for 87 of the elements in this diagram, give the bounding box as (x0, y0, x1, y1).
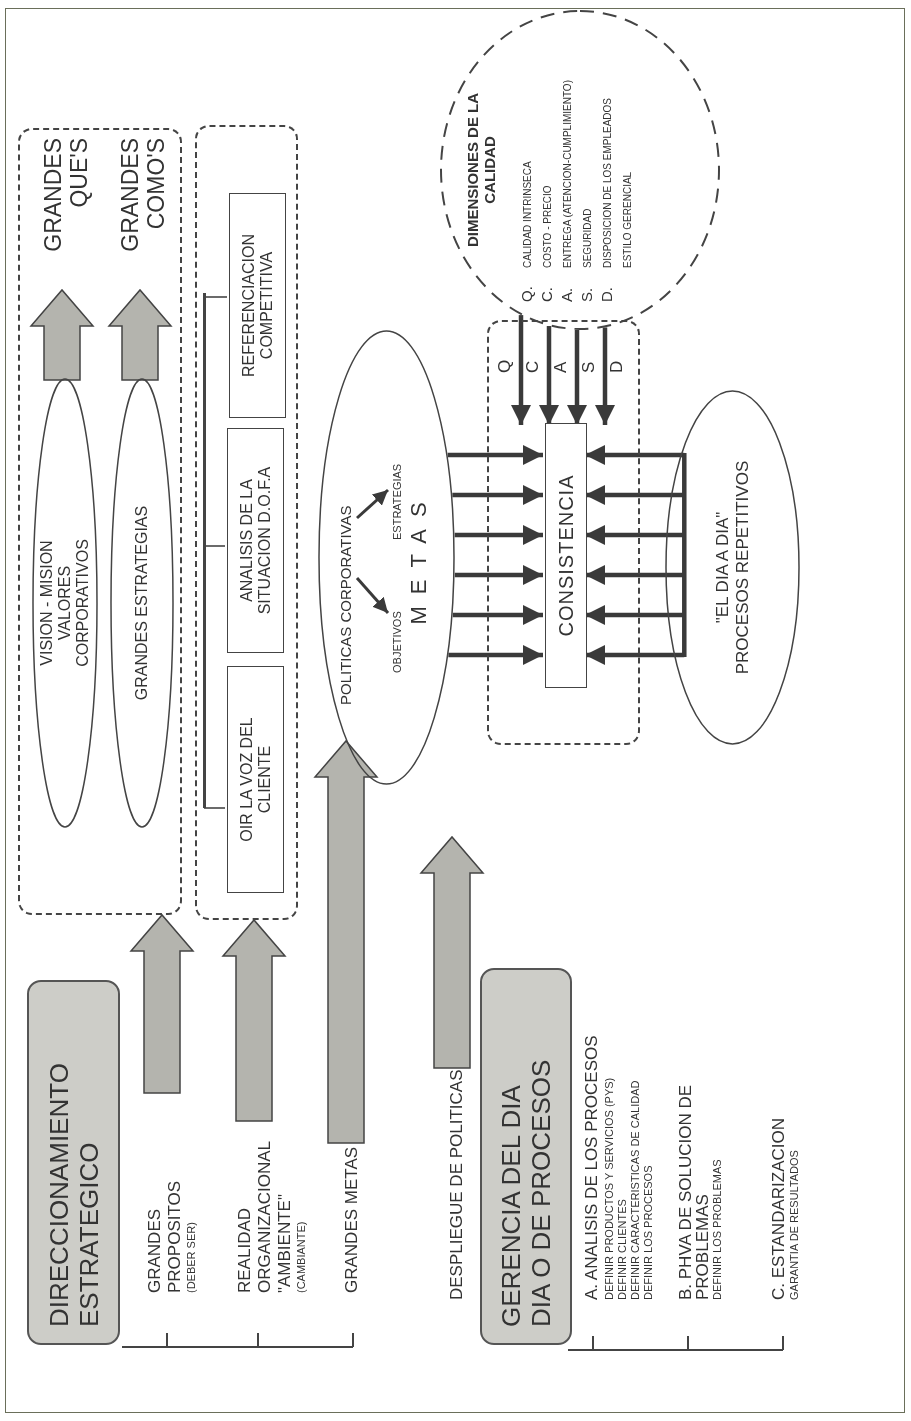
arrow (595, 327, 615, 425)
arrow (448, 645, 543, 665)
dimension-letter: C (524, 360, 541, 373)
node-label: METAS (406, 490, 431, 625)
item-heading: B. PHVA DE SOLUCION DE PROBLEMAS (677, 1083, 711, 1300)
node-label: SEGURIDAD (582, 207, 594, 268)
arrow (585, 485, 685, 505)
arrow (452, 605, 543, 625)
arrow (585, 525, 685, 545)
node-label: GRANDES COMO'S (117, 138, 169, 254)
node-label: ESTRATEGIAS (390, 463, 404, 540)
node-label: VISION - MISION VALORES CORPORATIVOS (38, 538, 92, 669)
item-text: DEFINIR CLIENTES (617, 1199, 628, 1300)
arrow (585, 645, 685, 665)
arrow (511, 315, 531, 425)
node-label: S. (578, 286, 595, 302)
dashed-group-box (487, 320, 640, 745)
dashed-group-box (195, 125, 298, 920)
process-box (227, 666, 284, 893)
node-label: Q. (518, 285, 535, 302)
arrow (567, 329, 587, 425)
block-arrow (419, 835, 485, 1069)
node-label: (CAMBIANTE) (294, 1221, 308, 1293)
item-heading: C. ESTANDARIZACION (770, 1118, 787, 1300)
heading-text: GERENCIA DEL DIA DIA O DE PROCESOS (496, 1058, 556, 1327)
dimension-letter: Q (496, 359, 513, 373)
dashed-ellipse (440, 10, 720, 330)
node-label: GRANDES QUE'S (40, 138, 92, 254)
item-text: DEFINIR CARACTERISTICAS DE CALIDAD (630, 1080, 641, 1300)
ellipse-node (318, 330, 455, 785)
dashed-group-box (18, 128, 182, 915)
node-label: REFERENCIACION COMPETITIVA (239, 232, 276, 380)
node-label: (DEBER SER) (184, 1222, 198, 1293)
heading-text: DIRECCIONAMIENTO ESTRATEGICO (43, 1062, 104, 1327)
arrow (539, 326, 559, 425)
arrow (447, 445, 543, 465)
arrow (585, 565, 685, 585)
node-label: GRANDES ESTRATEGIAS (133, 505, 151, 701)
node-label: ANALISIS DE LA SITUACION D.O.F.A (237, 465, 274, 617)
connector-line (682, 453, 687, 657)
node-label: D. (598, 286, 615, 302)
title-box (480, 968, 572, 1345)
node-label: COSTO - PRECIO (542, 184, 554, 268)
arrow (585, 605, 685, 625)
node-label: ESTILO GERENCIAL (622, 170, 634, 268)
node-label: GRANDES PROPOSITOS (144, 1179, 185, 1293)
heading-text: DIMENSIONES DE LA CALIDAD (464, 91, 498, 250)
block-arrow (313, 739, 379, 1144)
arrow (355, 577, 390, 614)
node-label: DISPOSICION DE LOS EMPLEADOS (602, 96, 614, 268)
item-text: DEFINIR PRODUCTOS Y SERVICIOS (PYS) (604, 1077, 615, 1300)
arrow (454, 565, 543, 585)
node-label: OIR LA VOZ DEL CLIENTE (237, 716, 274, 844)
process-box (229, 193, 286, 418)
arrow (452, 485, 543, 505)
node-label: PROCESOS REPETITIVOS (732, 460, 753, 675)
block-arrow (129, 913, 195, 1094)
node-label: POLITICAS CORPORATIVAS (336, 505, 354, 705)
node-label: ENTREGA (ATENCION-CUMPLIMIENTO) (562, 79, 574, 268)
ellipse-node (665, 390, 800, 745)
block-arrow (29, 288, 95, 381)
item-text: DEFINIR LOS PROCESOS (643, 1165, 654, 1300)
item-text: GARANTIA DE RESULTADOS (789, 1150, 800, 1300)
block-arrow (107, 288, 173, 381)
node-label: DESPLIEGUE DE POLITICAS (447, 1069, 467, 1300)
bus-bar (203, 293, 206, 808)
dimension-letter: A (552, 361, 569, 373)
process-box (545, 423, 587, 688)
node-label: A. (558, 286, 575, 302)
block-arrow (221, 918, 287, 1122)
node-label: CONSISTENCIA (554, 474, 578, 637)
node-label: "EL DIA A DIA" (712, 511, 733, 624)
node-label: CALIDAD INTRINSECA (522, 160, 534, 268)
node-label: GRANDES METAS (342, 1146, 362, 1293)
node-label: C. (538, 286, 555, 302)
arrow (356, 488, 389, 520)
node-label: OBJETIVOS (390, 611, 404, 673)
arrow (454, 525, 543, 545)
ellipse-node (32, 378, 98, 828)
item-heading: A. ANALISIS DE LOS PROCESOS (583, 1035, 600, 1300)
ellipse-node (110, 378, 174, 828)
dimension-letter: D (608, 360, 625, 373)
node-label: REALIDAD ORGANIZACIONAL "AMBIENTE" (234, 1140, 295, 1293)
item-text: DEFINIR LOS PROBLEMAS (712, 1159, 723, 1300)
title-box (27, 980, 120, 1345)
process-box (227, 428, 284, 653)
dimension-letter: S (580, 361, 597, 373)
